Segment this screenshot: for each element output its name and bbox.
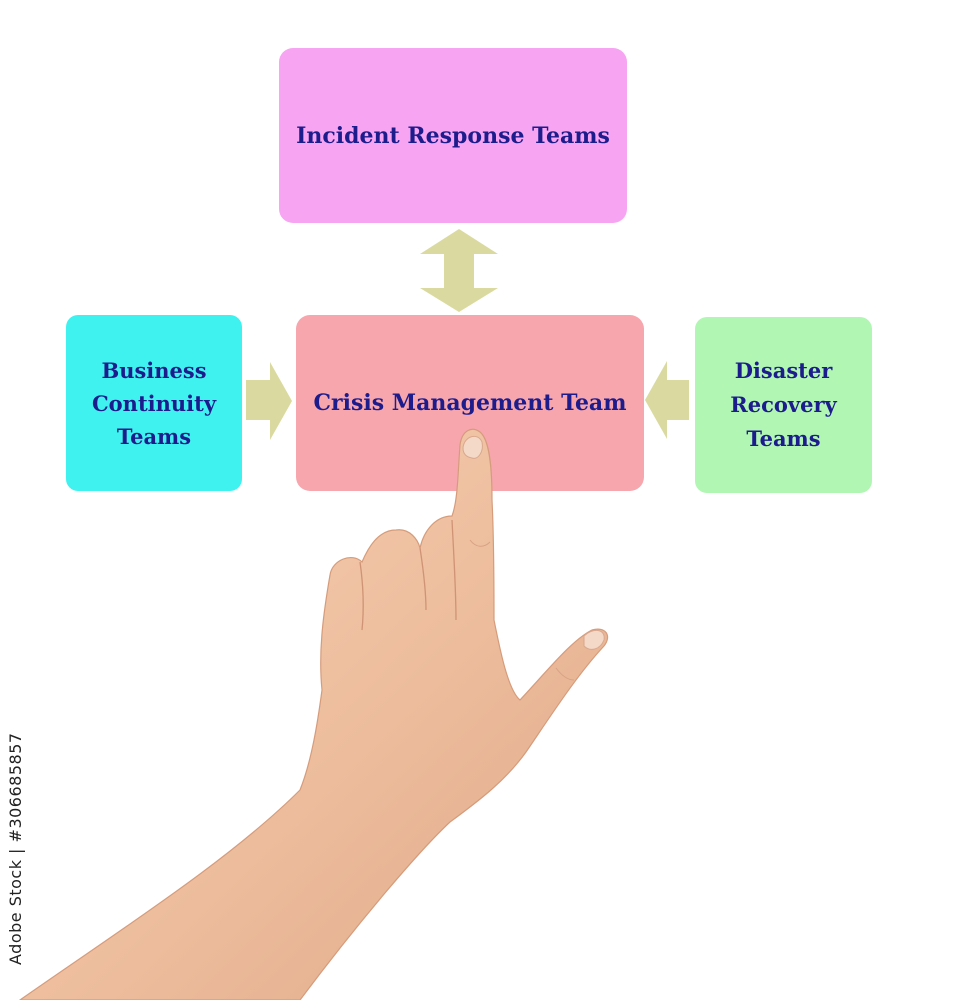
arrow-left-center [246,362,292,440]
stock-watermark-id: Adobe Stock | #306685857 [6,732,25,965]
node-business-continuity-teams: Business Continuity Teams [66,315,242,491]
arrow-top-center [420,229,498,312]
node-label-line: Recovery [730,392,837,417]
node-label: Business Continuity Teams [84,354,224,453]
node-label: Incident Response Teams [296,122,610,149]
node-label: Disaster Recovery Teams [722,354,844,456]
node-label-line: Continuity [91,390,217,416]
node-incident-response-teams: Incident Response Teams [279,48,627,223]
node-disaster-recovery-teams: Disaster Recovery Teams [695,317,872,493]
arrow-right-center [645,361,689,439]
node-label: Crisis Management Team [313,390,627,416]
node-label-line: Teams [746,426,821,451]
node-label-line: Disaster [734,358,833,383]
node-label-line: Business [101,357,207,383]
node-label-line: Teams [116,423,192,449]
